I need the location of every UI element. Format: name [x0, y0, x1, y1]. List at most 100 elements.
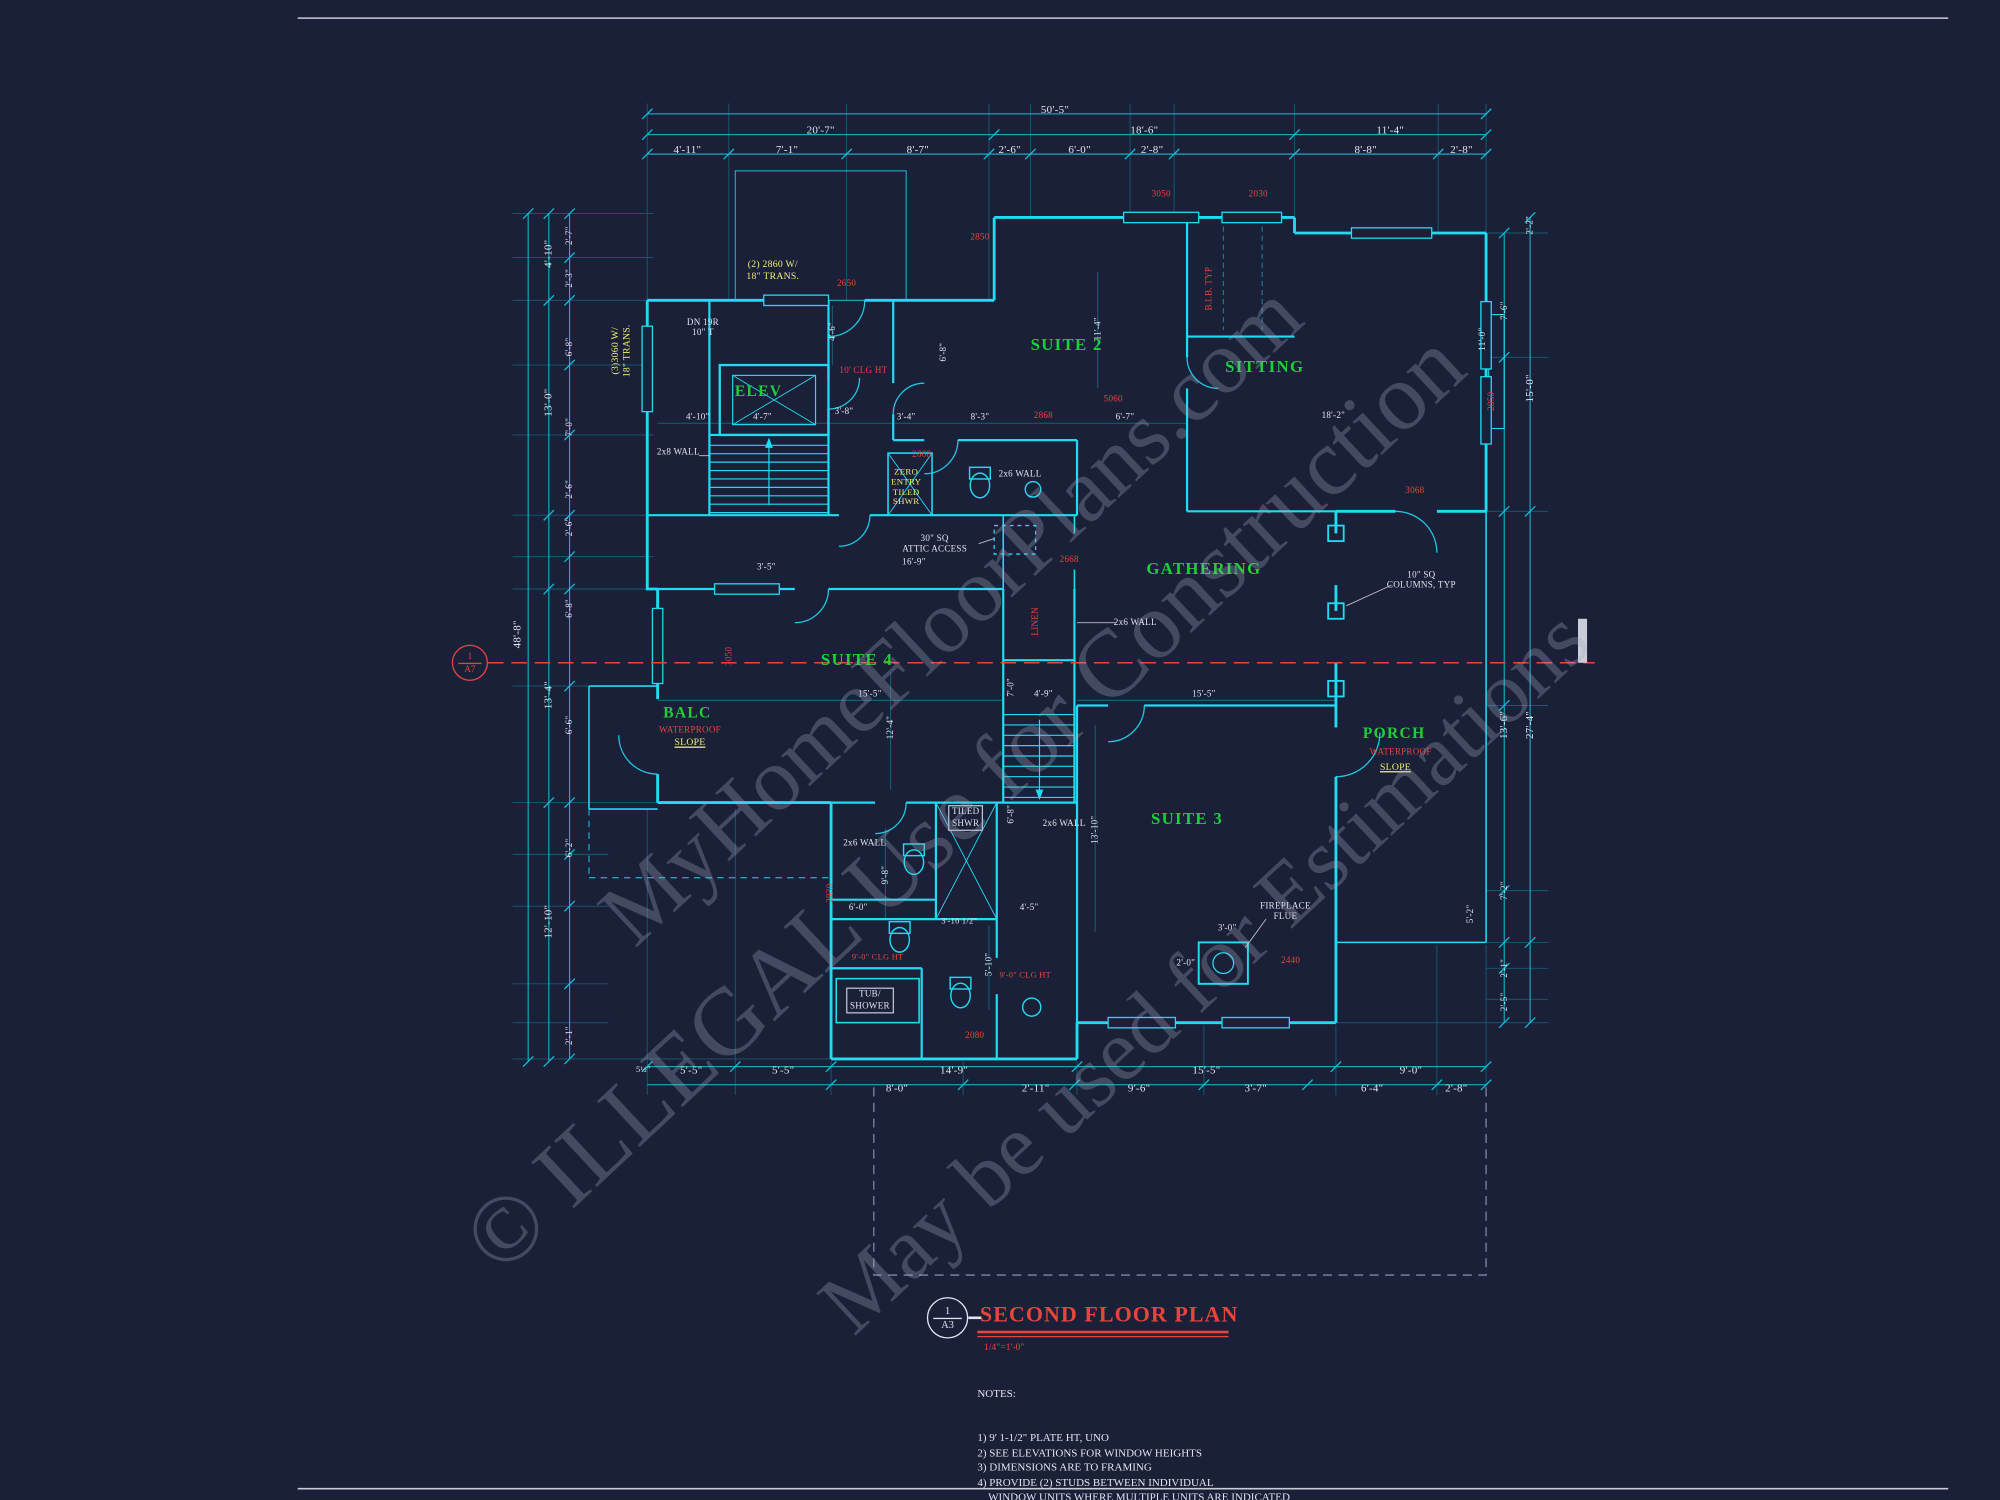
- plan-label: 7'-0": [1005, 678, 1017, 697]
- note-line: WINDOW UNITS WHERE MULTIPLE UNITS ARE IN…: [977, 1490, 1290, 1500]
- plan-label: 3'-8": [834, 406, 854, 417]
- plan-label: PORCH: [1362, 723, 1426, 742]
- plan-label: 7'-2": [1499, 881, 1510, 900]
- plan-label: 5'-2": [1465, 904, 1476, 924]
- plan-label: 3050: [723, 646, 734, 666]
- plan-label: 2030: [824, 883, 835, 903]
- plan-label: 3050: [1151, 188, 1171, 200]
- plan-label: DN 19R 10" T: [686, 317, 719, 338]
- plan-label: LINEN: [1030, 607, 1041, 636]
- section-marker-number: 1: [467, 650, 473, 661]
- plan-label: 2'-1": [564, 1026, 575, 1045]
- plan-label: 13'-10": [1089, 815, 1101, 844]
- title-underline: [977, 1330, 1229, 1334]
- plan-label: 10' CLG HT: [839, 365, 888, 376]
- plan-label: 18'-6": [1130, 123, 1159, 137]
- plan-label: 8'-8": [1354, 142, 1377, 156]
- plan-label: 4'-6": [827, 322, 838, 341]
- plan-label: 2'-1": [1499, 958, 1510, 978]
- plan-label: (3)3060 W/ 18" TRANS.: [608, 324, 632, 378]
- plan-label: 5'-5": [771, 1062, 795, 1076]
- plan-label: 15'-5": [1192, 688, 1216, 699]
- plan-label: B.I.B. TYP: [1203, 266, 1215, 311]
- plan-label: 30" SQ ATTIC ACCESS: [902, 533, 968, 555]
- plan-label: FIREPLACE FLUE: [1260, 900, 1311, 922]
- plan-label: 3'-5": [756, 561, 776, 573]
- plan-label: 2'-7": [564, 226, 575, 245]
- plan-label: 15'-5": [1192, 1062, 1221, 1076]
- plan-label: 2'-2": [1524, 215, 1536, 235]
- note-line: 1) 9' 1-1/2" PLATE HT, UNO: [977, 1430, 1109, 1444]
- plan-label: 4'-5": [1019, 902, 1039, 913]
- plan-label: 2650: [837, 278, 857, 289]
- plan-label: SUITE 3: [1150, 808, 1224, 828]
- plan-label: 11'-0": [1476, 327, 1488, 351]
- plan-label: 6'-0": [848, 902, 868, 913]
- detail-marker-number: 1: [944, 1304, 951, 1316]
- marker-divider: [457, 662, 483, 664]
- plan-label: 3'-7": [1244, 1081, 1267, 1095]
- plan-label: 6'-8": [1005, 804, 1017, 824]
- plan-label: ZERO ENTRY TILED SHWR: [891, 467, 922, 508]
- plan-label: 9'-8": [880, 865, 891, 885]
- plan-label: 9'-0" CLG HT: [999, 971, 1052, 981]
- detail-marker: 1 A3: [926, 1297, 969, 1339]
- plan-label: 6'-4": [1360, 1081, 1384, 1095]
- note-line: 4) PROVIDE (2) STUDS BETWEEN INDIVIDUAL: [977, 1475, 1214, 1489]
- plan-label: 14'-9": [939, 1062, 969, 1076]
- plan-label: 16'-9": [902, 556, 926, 567]
- plan-label: 6'-0": [1068, 142, 1091, 156]
- plan-label: 3'-4": [896, 411, 916, 422]
- drawing-scale: 1/4"=1'-0": [983, 1341, 1025, 1353]
- plan-label: (2) 2860 W/ 18" TRANS.: [746, 258, 800, 281]
- plan-label: 9'-6": [1127, 1081, 1151, 1095]
- plan-label: 6'-6": [564, 715, 575, 735]
- plan-label: 11'-4": [1092, 317, 1103, 341]
- plan-label: 11'-4": [1376, 123, 1405, 137]
- section-marker: 1 A7: [451, 644, 489, 681]
- plan-label: 2850: [970, 231, 990, 243]
- plan-label: SITTING: [1225, 356, 1305, 377]
- plan-label: SUITE 2: [1030, 334, 1103, 355]
- plan-label: 3'-10 1/2": [941, 916, 978, 926]
- plan-label: SLOPE: [1379, 760, 1411, 773]
- plan-label: 5'-5": [680, 1062, 703, 1076]
- plan-label: 8'-7": [906, 142, 930, 156]
- marker-divider: [933, 1317, 962, 1319]
- plan-label: 2668: [1059, 554, 1079, 565]
- note-line: 3) DIMENSIONS ARE TO FRAMING: [977, 1460, 1152, 1474]
- plan-label: 5'-10": [983, 952, 995, 977]
- plan-label: 2'-6": [564, 479, 575, 499]
- plan-label: 4'-11": [673, 142, 702, 156]
- plan-label: 12'-10": [541, 904, 555, 939]
- plan-label: 7'-6": [1499, 301, 1510, 321]
- plan-label: 4'-10": [541, 239, 555, 268]
- plan-label: ELEV: [734, 382, 783, 401]
- note-line: 2) SEE ELEVATIONS FOR WINDOW HEIGHTS: [977, 1445, 1203, 1459]
- plan-label: 4'-10": [685, 411, 710, 422]
- plan-label: 2'-8": [1450, 142, 1473, 156]
- plan-label: 8'-3": [970, 411, 990, 422]
- plan-label: 4'-9": [1034, 688, 1053, 699]
- plan-label: 50'-5": [1040, 102, 1070, 116]
- plan-label: 2850: [1486, 391, 1497, 411]
- plan-label: 18'-2": [1321, 410, 1346, 421]
- plan-label: TILED SHWR: [948, 805, 984, 832]
- page-title: SECOND FLOOR PLAN: [979, 1302, 1239, 1327]
- plan-label: WATERPROOF: [1369, 746, 1432, 758]
- plan-label: 3'-0": [1217, 922, 1237, 934]
- plan-label: 5½": [635, 1065, 651, 1075]
- title-underline-2: [977, 1335, 1229, 1338]
- plan-label: 2868: [1033, 410, 1053, 421]
- plan-label: 4'-7": [753, 411, 772, 422]
- plan-label: 2080: [965, 1030, 985, 1041]
- plan-label: 8'-0": [885, 1081, 909, 1095]
- plan-label: 20'-7": [806, 123, 835, 137]
- plan-label: 2'-6": [564, 517, 575, 537]
- plan-label: 6'-8": [938, 342, 949, 362]
- plan-label: 15'-5": [858, 688, 882, 699]
- plan-label: 2'-5": [1499, 992, 1510, 1012]
